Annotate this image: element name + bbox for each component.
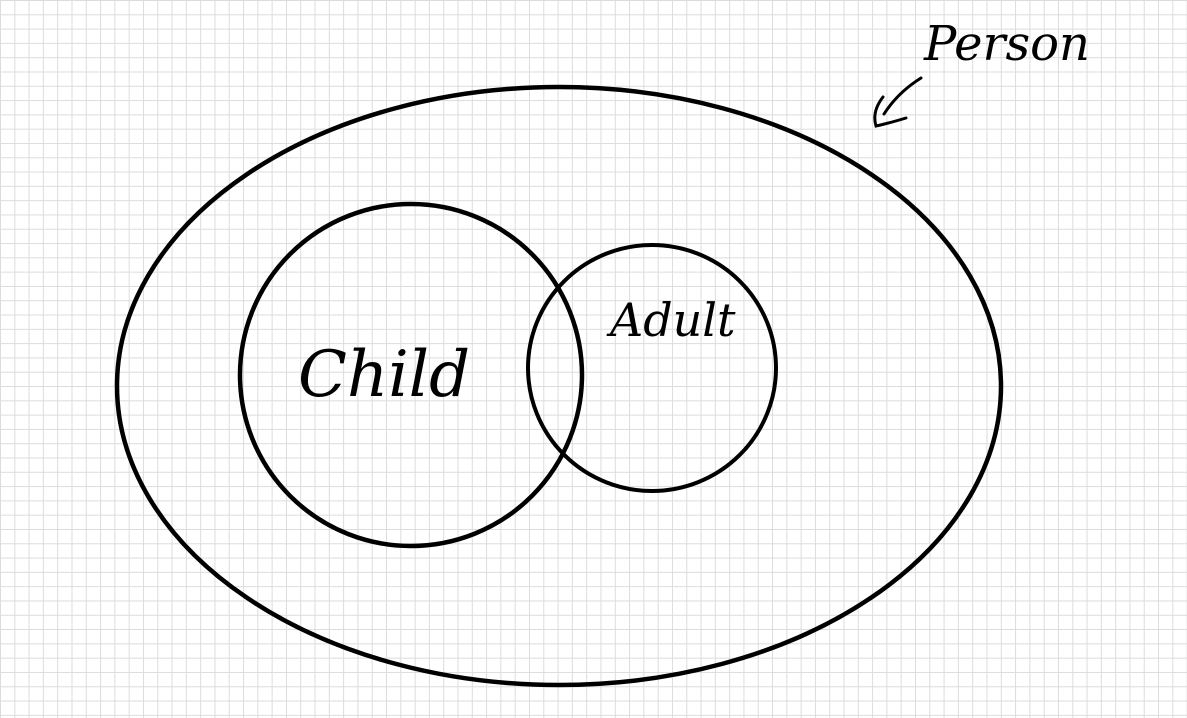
adult-label: Adult	[606, 293, 736, 347]
pointer-arrow	[873, 76, 923, 128]
child-set-circle	[237, 201, 585, 549]
child-label: Child	[298, 338, 470, 412]
person-set-ellipse	[114, 84, 1004, 688]
person-label: Person	[923, 16, 1090, 72]
adult-set-circle	[526, 243, 778, 493]
